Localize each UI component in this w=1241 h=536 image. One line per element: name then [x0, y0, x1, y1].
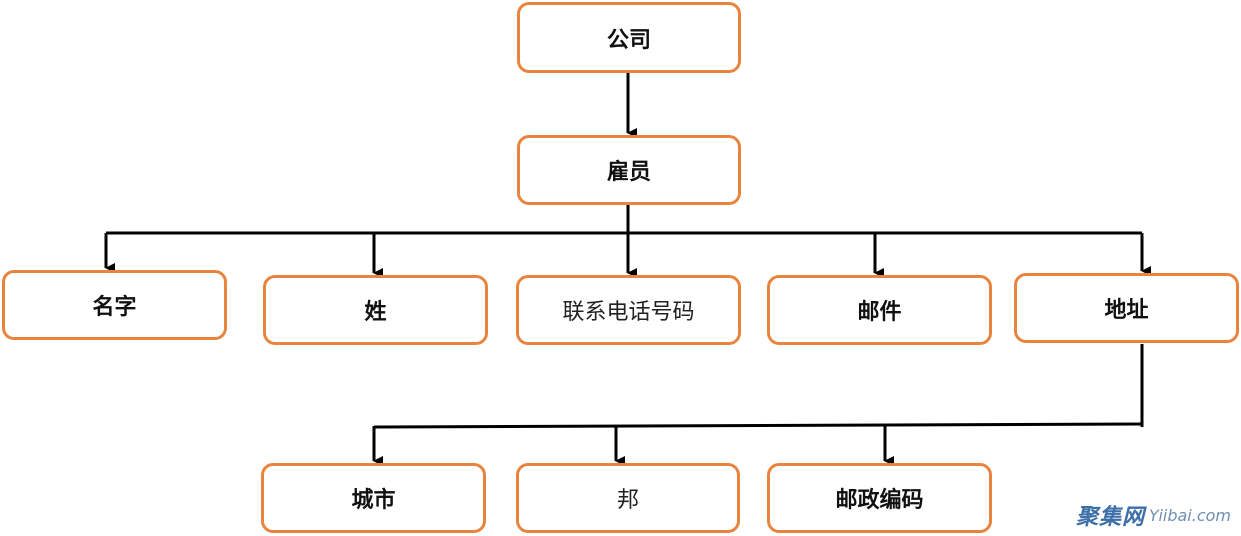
- node-company: 公司: [517, 2, 741, 73]
- node-address: 地址: [1014, 273, 1239, 343]
- node-phone-label: 联系电话号码: [562, 300, 695, 325]
- edge-address-bus: [373, 422, 1143, 429]
- node-city-label: 城市: [351, 488, 396, 513]
- node-city: 城市: [261, 463, 486, 533]
- node-first-name: 名字: [2, 270, 227, 340]
- watermark-chinese: 聚集网: [1075, 505, 1145, 530]
- node-last-name-label: 姓: [364, 300, 387, 325]
- watermark-site: Yiibai.com: [1148, 505, 1231, 525]
- node-zip-label: 邮政编码: [835, 488, 924, 513]
- node-state: 邦: [516, 463, 740, 533]
- node-company-label: 公司: [606, 27, 651, 53]
- watermark: 聚集网 Yiibai.com: [1071, 500, 1235, 530]
- node-employee-label: 雇员: [606, 160, 651, 185]
- node-state-label: 邦: [616, 488, 639, 513]
- node-phone: 联系电话号码: [516, 275, 741, 345]
- node-employee: 雇员: [517, 135, 741, 205]
- node-last-name: 姓: [263, 275, 488, 345]
- node-first-name-label: 名字: [92, 295, 137, 320]
- node-email: 邮件: [767, 275, 992, 345]
- node-zip: 邮政编码: [767, 463, 992, 533]
- node-email-label: 邮件: [857, 300, 902, 325]
- node-address-label: 地址: [1104, 298, 1149, 323]
